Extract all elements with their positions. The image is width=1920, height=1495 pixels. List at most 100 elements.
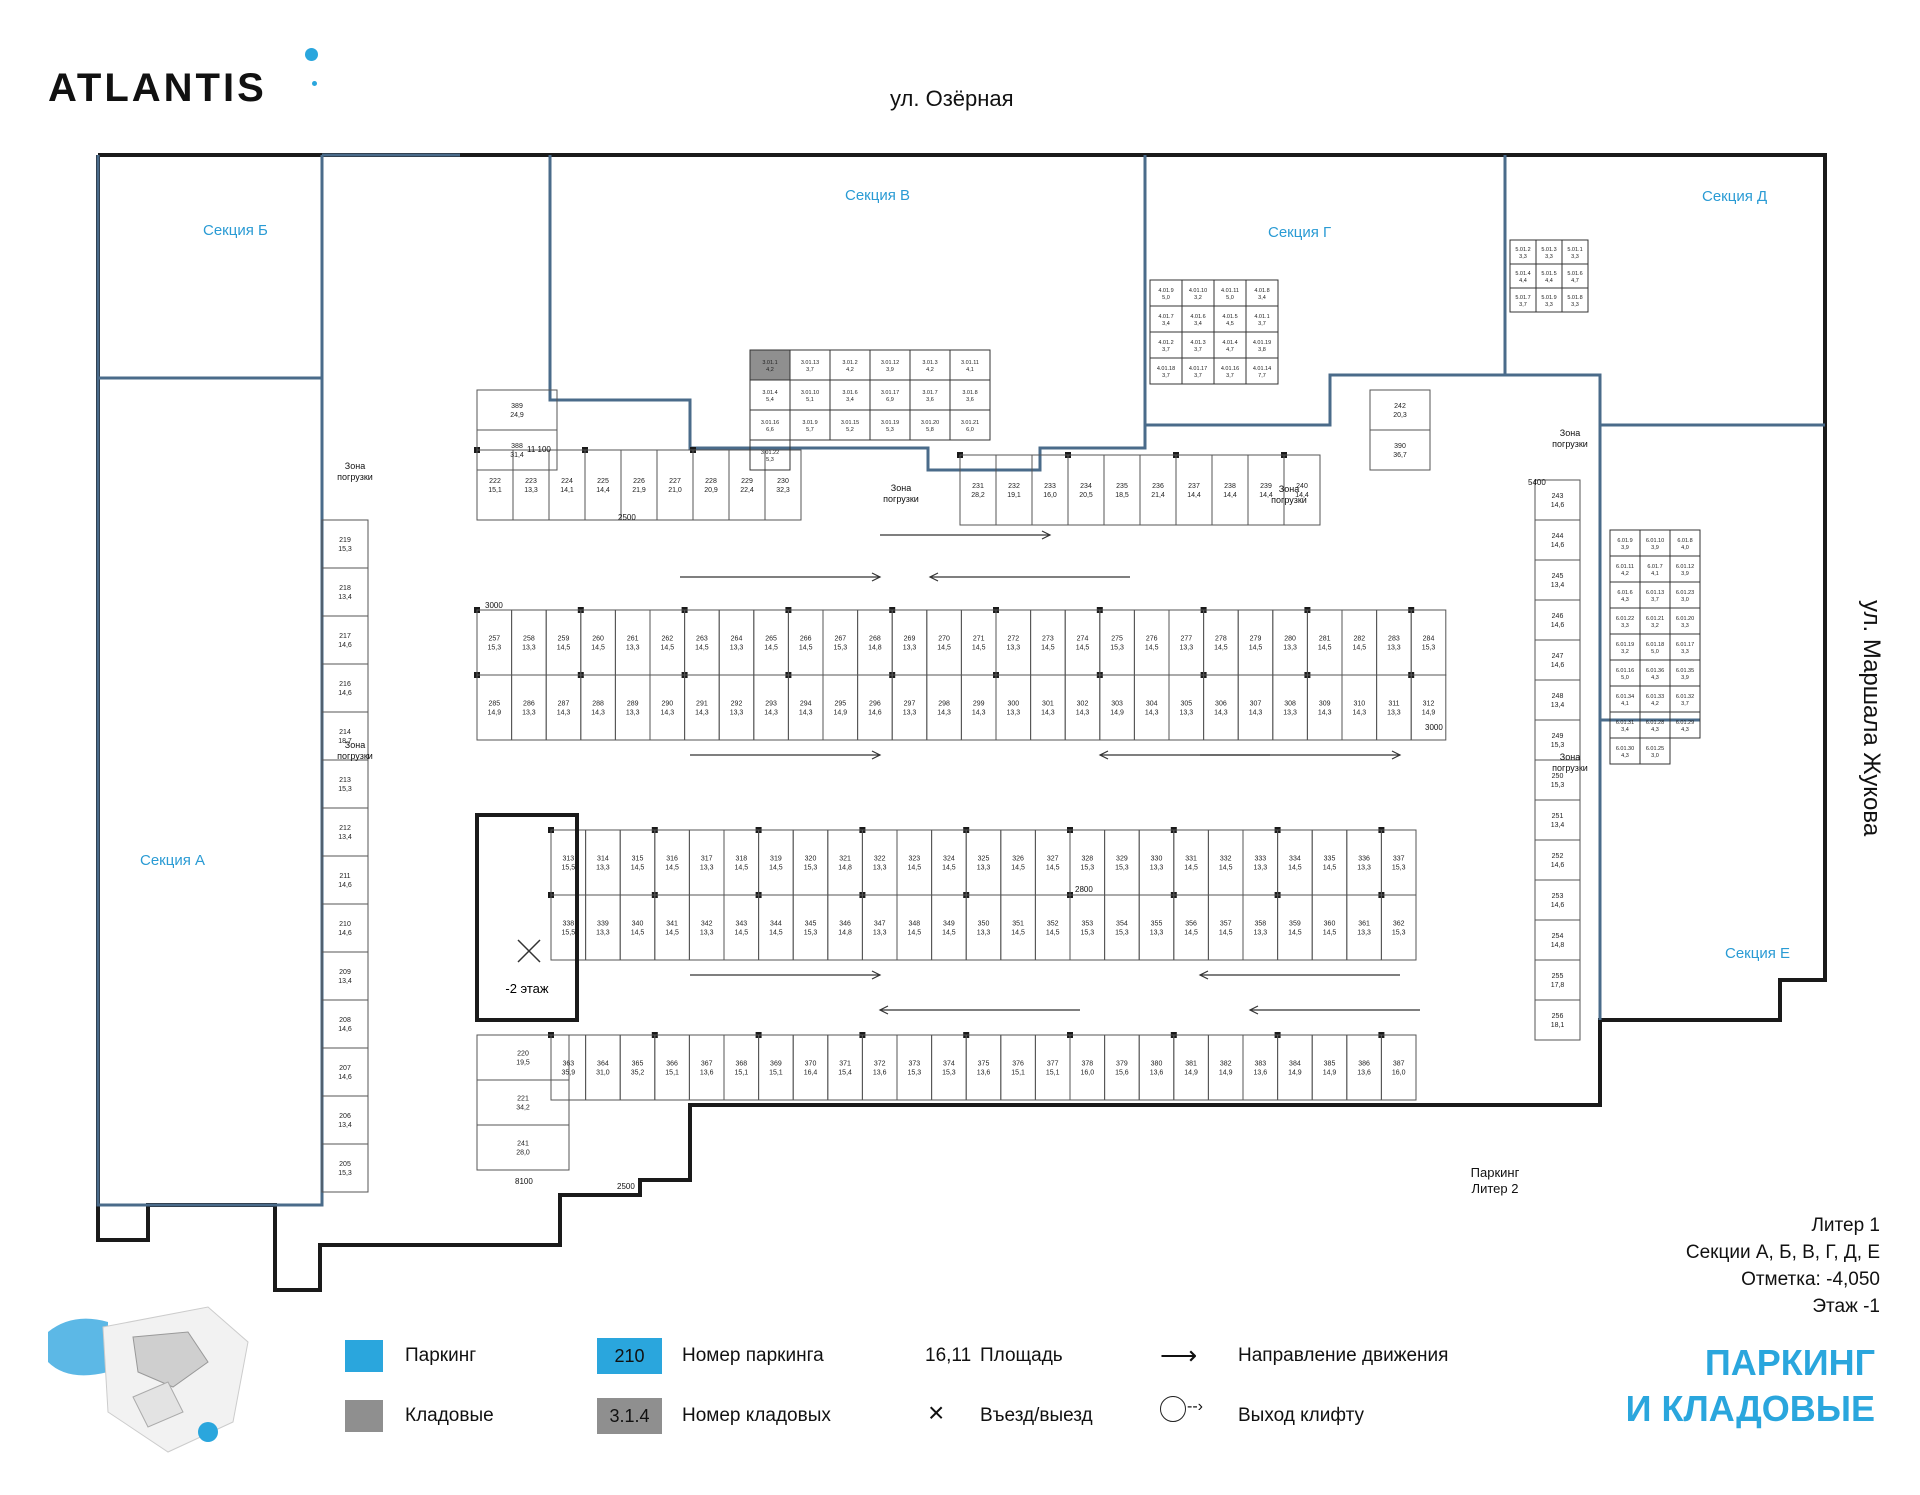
- storage-unit-3.01.22[interactable]: [749, 439, 791, 471]
- parking-stall-307[interactable]: [1237, 674, 1274, 741]
- parking-stall-336[interactable]: [1346, 829, 1382, 896]
- parking-stall-319[interactable]: [758, 829, 794, 896]
- parking-stall-218[interactable]: [321, 567, 369, 617]
- parking-stall-302[interactable]: [1064, 674, 1101, 741]
- parking-stall-282[interactable]: [1341, 609, 1378, 676]
- parking-stall-262[interactable]: [649, 609, 686, 676]
- parking-stall-350[interactable]: [965, 894, 1002, 961]
- parking-stall-301[interactable]: [1030, 674, 1066, 741]
- parking-stall-205[interactable]: [321, 1143, 369, 1193]
- parking-stall-209[interactable]: [321, 951, 369, 1001]
- parking-stall-232[interactable]: [995, 454, 1033, 526]
- parking-stall-299[interactable]: [960, 674, 997, 741]
- parking-stall-341[interactable]: [654, 894, 690, 961]
- parking-stall-231[interactable]: [959, 454, 997, 526]
- parking-stall-339[interactable]: [585, 894, 621, 961]
- parking-stall-327[interactable]: [1034, 829, 1071, 896]
- parking-stall-240[interactable]: [1283, 454, 1321, 526]
- parking-stall-373[interactable]: [896, 1034, 933, 1101]
- parking-stall-285[interactable]: [476, 674, 513, 741]
- parking-stall-376[interactable]: [1000, 1034, 1036, 1101]
- parking-stall-208[interactable]: [321, 999, 369, 1049]
- parking-stall-386[interactable]: [1346, 1034, 1382, 1101]
- parking-stall-387[interactable]: [1380, 1034, 1417, 1101]
- parking-stall-359[interactable]: [1277, 894, 1313, 961]
- parking-stall-274[interactable]: [1064, 609, 1101, 676]
- parking-stall-384[interactable]: [1277, 1034, 1313, 1101]
- parking-stall-234[interactable]: [1067, 454, 1105, 526]
- parking-stall-360[interactable]: [1311, 894, 1348, 961]
- parking-stall-210[interactable]: [321, 903, 369, 953]
- parking-stall-235[interactable]: [1103, 454, 1141, 526]
- parking-stall-371[interactable]: [827, 1034, 863, 1101]
- parking-stall-269[interactable]: [891, 609, 928, 676]
- parking-stall-331[interactable]: [1173, 829, 1209, 896]
- parking-stall-303[interactable]: [1099, 674, 1135, 741]
- parking-stall-236[interactable]: [1139, 454, 1177, 526]
- parking-stall-335[interactable]: [1311, 829, 1348, 896]
- parking-stall-211[interactable]: [321, 855, 369, 905]
- parking-stall-310[interactable]: [1341, 674, 1378, 741]
- parking-stall-381[interactable]: [1173, 1034, 1209, 1101]
- parking-stall-330[interactable]: [1138, 829, 1175, 896]
- parking-stall-390[interactable]: [1369, 429, 1431, 471]
- parking-stall-354[interactable]: [1104, 894, 1140, 961]
- parking-stall-253[interactable]: [1534, 879, 1581, 921]
- parking-stall-224[interactable]: [548, 449, 586, 521]
- parking-stall-368[interactable]: [723, 1034, 760, 1101]
- parking-stall-212[interactable]: [321, 807, 369, 857]
- parking-stall-219[interactable]: [321, 519, 369, 569]
- parking-stall-309[interactable]: [1306, 674, 1343, 741]
- parking-stall-375[interactable]: [965, 1034, 1002, 1101]
- parking-stall-333[interactable]: [1242, 829, 1279, 896]
- parking-stall-273[interactable]: [1030, 609, 1066, 676]
- parking-stall-378[interactable]: [1069, 1034, 1106, 1101]
- parking-stall-251[interactable]: [1534, 799, 1581, 841]
- parking-stall-325[interactable]: [965, 829, 1002, 896]
- parking-stall-228[interactable]: [692, 449, 730, 521]
- parking-stall-230[interactable]: [764, 449, 802, 521]
- parking-stall-227[interactable]: [656, 449, 694, 521]
- parking-stall-357[interactable]: [1207, 894, 1244, 961]
- parking-stall-334[interactable]: [1277, 829, 1313, 896]
- parking-stall-355[interactable]: [1138, 894, 1175, 961]
- storage-unit-3.01.21[interactable]: [949, 409, 991, 441]
- parking-stall-297[interactable]: [891, 674, 928, 741]
- parking-stall-258[interactable]: [511, 609, 547, 676]
- parking-stall-238[interactable]: [1211, 454, 1249, 526]
- parking-stall-296[interactable]: [857, 674, 893, 741]
- parking-stall-379[interactable]: [1104, 1034, 1140, 1101]
- parking-stall-259[interactable]: [545, 609, 582, 676]
- parking-stall-377[interactable]: [1034, 1034, 1071, 1101]
- parking-stall-257[interactable]: [476, 609, 513, 676]
- parking-stall-318[interactable]: [723, 829, 760, 896]
- parking-stall-345[interactable]: [792, 894, 829, 961]
- parking-stall-207[interactable]: [321, 1047, 369, 1097]
- parking-stall-265[interactable]: [753, 609, 789, 676]
- parking-stall-233[interactable]: [1031, 454, 1069, 526]
- parking-stall-277[interactable]: [1168, 609, 1205, 676]
- parking-stall-266[interactable]: [787, 609, 824, 676]
- parking-stall-206[interactable]: [321, 1095, 369, 1145]
- parking-stall-260[interactable]: [580, 609, 616, 676]
- storage-unit-6.01.29[interactable]: [1669, 711, 1701, 739]
- parking-stall-237[interactable]: [1175, 454, 1213, 526]
- parking-stall-226[interactable]: [620, 449, 658, 521]
- parking-stall-241[interactable]: [476, 1124, 570, 1171]
- parking-stall-223[interactable]: [512, 449, 550, 521]
- parking-stall-365[interactable]: [619, 1034, 656, 1101]
- storage-unit-5.01.8[interactable]: [1561, 287, 1589, 313]
- parking-stall-315[interactable]: [619, 829, 656, 896]
- parking-stall-337[interactable]: [1380, 829, 1417, 896]
- parking-stall-292[interactable]: [718, 674, 755, 741]
- parking-stall-245[interactable]: [1534, 559, 1581, 601]
- parking-stall-247[interactable]: [1534, 639, 1581, 681]
- parking-stall-252[interactable]: [1534, 839, 1581, 881]
- parking-stall-298[interactable]: [926, 674, 962, 741]
- parking-stall-229[interactable]: [728, 449, 766, 521]
- parking-stall-255[interactable]: [1534, 959, 1581, 1001]
- parking-stall-271[interactable]: [960, 609, 997, 676]
- parking-stall-276[interactable]: [1133, 609, 1170, 676]
- parking-stall-372[interactable]: [861, 1034, 898, 1101]
- parking-stall-317[interactable]: [688, 829, 725, 896]
